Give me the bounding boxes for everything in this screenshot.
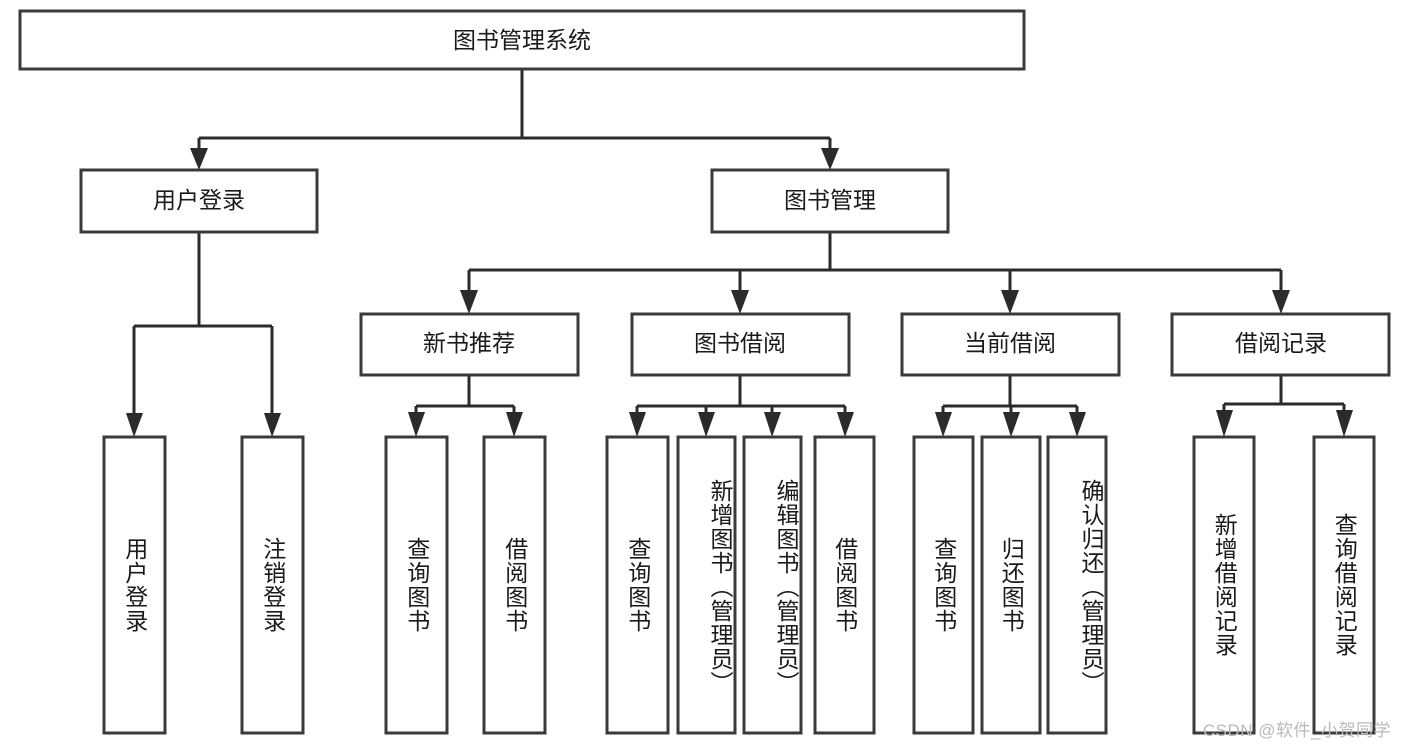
arrow-to-leaf-user-logout <box>264 413 281 437</box>
leaf-query-book-newbook-box <box>384 435 449 735</box>
leaf-confirm-return-admin-text-wrap: 确认归还（管理员） <box>1078 479 1104 695</box>
arrow-to-current-borrow <box>1001 290 1019 314</box>
leaf-borrow-book-borrow-text-wrap: 借阅图书 <box>831 537 858 633</box>
leaf-return-book[interactable]: 归还图书 <box>980 435 1042 735</box>
leaf-query-book-current-box <box>912 435 975 735</box>
arrow-to-book-borrow <box>731 290 749 314</box>
arrow-to-leaf-user-login <box>126 413 143 437</box>
leaf-borrow-book-newbook-label: 借阅图书 <box>501 537 528 633</box>
leaf-add-book-admin-text-wrap: 新增图书（管理员） <box>707 479 733 695</box>
arrow-to-leaf-edit-book <box>764 412 781 437</box>
leaf-add-book-admin[interactable]: 新增图书（管理员） <box>676 435 737 735</box>
arrow-to-leaf-add-record <box>1216 410 1233 437</box>
leaf-user-logout[interactable]: 注销登录 <box>240 435 305 735</box>
node-book-borrow-box <box>630 312 851 377</box>
leaf-edit-book-admin-text-wrap: 编辑图书（管理员） <box>773 479 799 695</box>
leaf-query-borrow-record-label: 查询借阅记录 <box>1331 513 1358 657</box>
node-book-borrow[interactable]: 图书借阅 <box>630 312 851 377</box>
leaf-borrow-book-newbook[interactable]: 借阅图书 <box>482 435 547 735</box>
leaf-query-borrow-record[interactable]: 查询借阅记录 <box>1312 435 1376 735</box>
leaf-borrow-book-borrow-label: 借阅图书 <box>831 537 858 633</box>
node-current-borrow[interactable]: 当前借阅 <box>900 312 1121 377</box>
leaf-query-book-current-label: 查询图书 <box>930 537 957 633</box>
leaf-user-login[interactable]: 用户登录 <box>102 435 167 735</box>
leaf-add-borrow-record[interactable]: 新增借阅记录 <box>1192 435 1256 735</box>
connector-layer <box>126 69 1353 437</box>
leaf-query-book-current-text-wrap: 查询图书 <box>930 537 957 633</box>
node-root-system[interactable]: 图书管理系统 <box>18 9 1026 71</box>
leaf-edit-book-admin[interactable]: 编辑图书（管理员） <box>742 435 803 735</box>
leaf-user-login-text-wrap: 用户登录 <box>121 537 148 633</box>
node-new-book-recommend-label: 新书推荐 <box>423 330 515 356</box>
leaf-query-book-newbook[interactable]: 查询图书 <box>384 435 449 735</box>
node-book-management[interactable]: 图书管理 <box>710 168 950 234</box>
node-user-login-box <box>79 168 319 234</box>
leaf-borrow-book-borrow[interactable]: 借阅图书 <box>813 435 876 735</box>
node-book-management-label: 图书管理 <box>784 187 876 213</box>
leaf-return-book-text-wrap: 归还图书 <box>998 537 1025 633</box>
arrow-to-user-login <box>190 148 208 170</box>
node-new-book-recommend[interactable]: 新书推荐 <box>359 312 580 377</box>
leaf-borrow-book-borrow-box <box>813 435 876 735</box>
leaf-edit-book-admin-label: 编辑图书（管理员） <box>773 479 799 695</box>
leaf-query-borrow-record-box <box>1312 435 1376 735</box>
leaf-user-logout-label: 注销登录 <box>259 537 286 633</box>
arrow-to-leaf-query-book-a <box>408 412 425 437</box>
arrow-to-leaf-borrow-book-b <box>837 412 854 437</box>
arrow-to-new-book-rec <box>460 290 478 314</box>
arrow-to-borrow-record <box>1272 290 1290 314</box>
leaf-add-book-admin-label: 新增图书（管理员） <box>707 479 733 695</box>
leaf-query-book-borrow[interactable]: 查询图书 <box>605 435 670 735</box>
leaf-query-book-current[interactable]: 查询图书 <box>912 435 975 735</box>
arrow-to-leaf-query-book-c <box>935 412 952 437</box>
leaf-borrow-book-newbook-box <box>482 435 547 735</box>
leaf-user-login-label: 用户登录 <box>121 537 148 633</box>
node-current-borrow-box <box>900 312 1121 377</box>
leaf-query-book-borrow-box <box>605 435 670 735</box>
leaf-query-book-borrow-text-wrap: 查询图书 <box>624 537 651 633</box>
node-user-login[interactable]: 用户登录 <box>79 168 319 234</box>
leaf-query-borrow-record-text-wrap: 查询借阅记录 <box>1331 513 1358 657</box>
arrow-to-leaf-borrow-book-a <box>506 412 523 437</box>
node-book-management-box <box>710 168 950 234</box>
leaf-query-book-newbook-label: 查询图书 <box>403 537 430 633</box>
node-borrow-record[interactable]: 借阅记录 <box>1170 312 1391 377</box>
node-borrow-record-label: 借阅记录 <box>1235 330 1327 356</box>
leaf-add-book-admin-box <box>676 435 737 735</box>
leaf-add-borrow-record-text-wrap: 新增借阅记录 <box>1211 513 1238 657</box>
leaf-confirm-return-admin[interactable]: 确认归还（管理员） <box>1046 435 1108 735</box>
arrow-to-leaf-confirm-return <box>1069 412 1086 437</box>
leaf-user-logout-box <box>240 435 305 735</box>
node-current-borrow-label: 当前借阅 <box>964 330 1056 356</box>
node-user-login-label: 用户登录 <box>153 187 245 213</box>
arrow-to-leaf-query-book-b <box>629 412 646 437</box>
arrow-to-leaf-add-book <box>698 412 715 437</box>
leaf-user-logout-text-wrap: 注销登录 <box>259 537 286 633</box>
leaf-edit-book-admin-box <box>742 435 803 735</box>
leaf-query-book-newbook-text-wrap: 查询图书 <box>403 537 430 633</box>
node-new-book-recommend-box <box>359 312 580 377</box>
leaf-user-login-box <box>102 435 167 735</box>
node-book-borrow-label: 图书借阅 <box>694 330 786 356</box>
arrow-to-book-management <box>821 148 839 170</box>
leaf-add-borrow-record-box <box>1192 435 1256 735</box>
node-borrow-record-box <box>1170 312 1391 377</box>
leaf-query-book-borrow-label: 查询图书 <box>624 537 651 633</box>
leaf-confirm-return-admin-label: 确认归还（管理员） <box>1078 479 1104 695</box>
arrow-to-leaf-return-book <box>1003 412 1020 437</box>
leaf-return-book-label: 归还图书 <box>998 537 1025 633</box>
leaf-add-borrow-record-label: 新增借阅记录 <box>1211 513 1238 657</box>
leaf-return-book-box <box>980 435 1042 735</box>
arrow-to-leaf-query-record <box>1336 410 1353 437</box>
node-root-box <box>18 9 1026 71</box>
leaf-borrow-book-newbook-text-wrap: 借阅图书 <box>501 537 528 633</box>
leaf-confirm-return-admin-box <box>1046 435 1108 735</box>
node-root-label: 图书管理系统 <box>453 27 591 53</box>
